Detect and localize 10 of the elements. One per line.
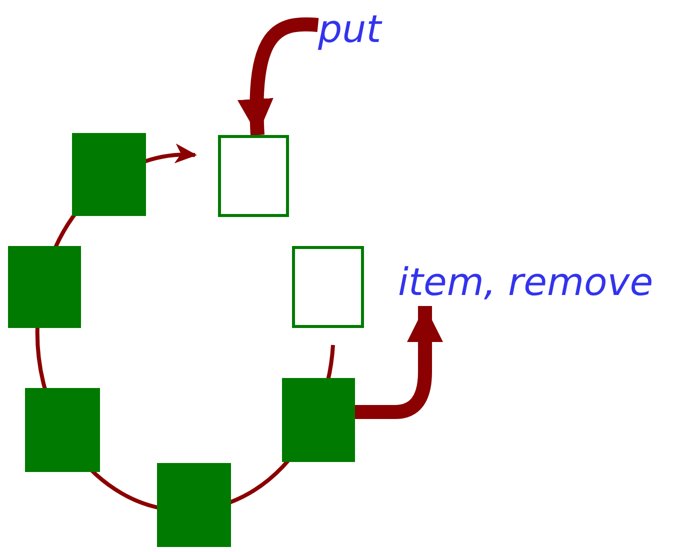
empty-slot-square bbox=[218, 135, 289, 217]
filled-slot-square bbox=[72, 133, 146, 216]
arrow bbox=[355, 306, 443, 419]
operation-label: item, remove bbox=[398, 258, 690, 306]
operation-label: put bbox=[318, 5, 400, 53]
filled-slot-square bbox=[8, 246, 81, 328]
filled-slot-square bbox=[25, 388, 100, 472]
empty-slot-square bbox=[292, 246, 364, 328]
filled-slot-square bbox=[282, 378, 355, 462]
filled-slot-square bbox=[157, 463, 231, 547]
